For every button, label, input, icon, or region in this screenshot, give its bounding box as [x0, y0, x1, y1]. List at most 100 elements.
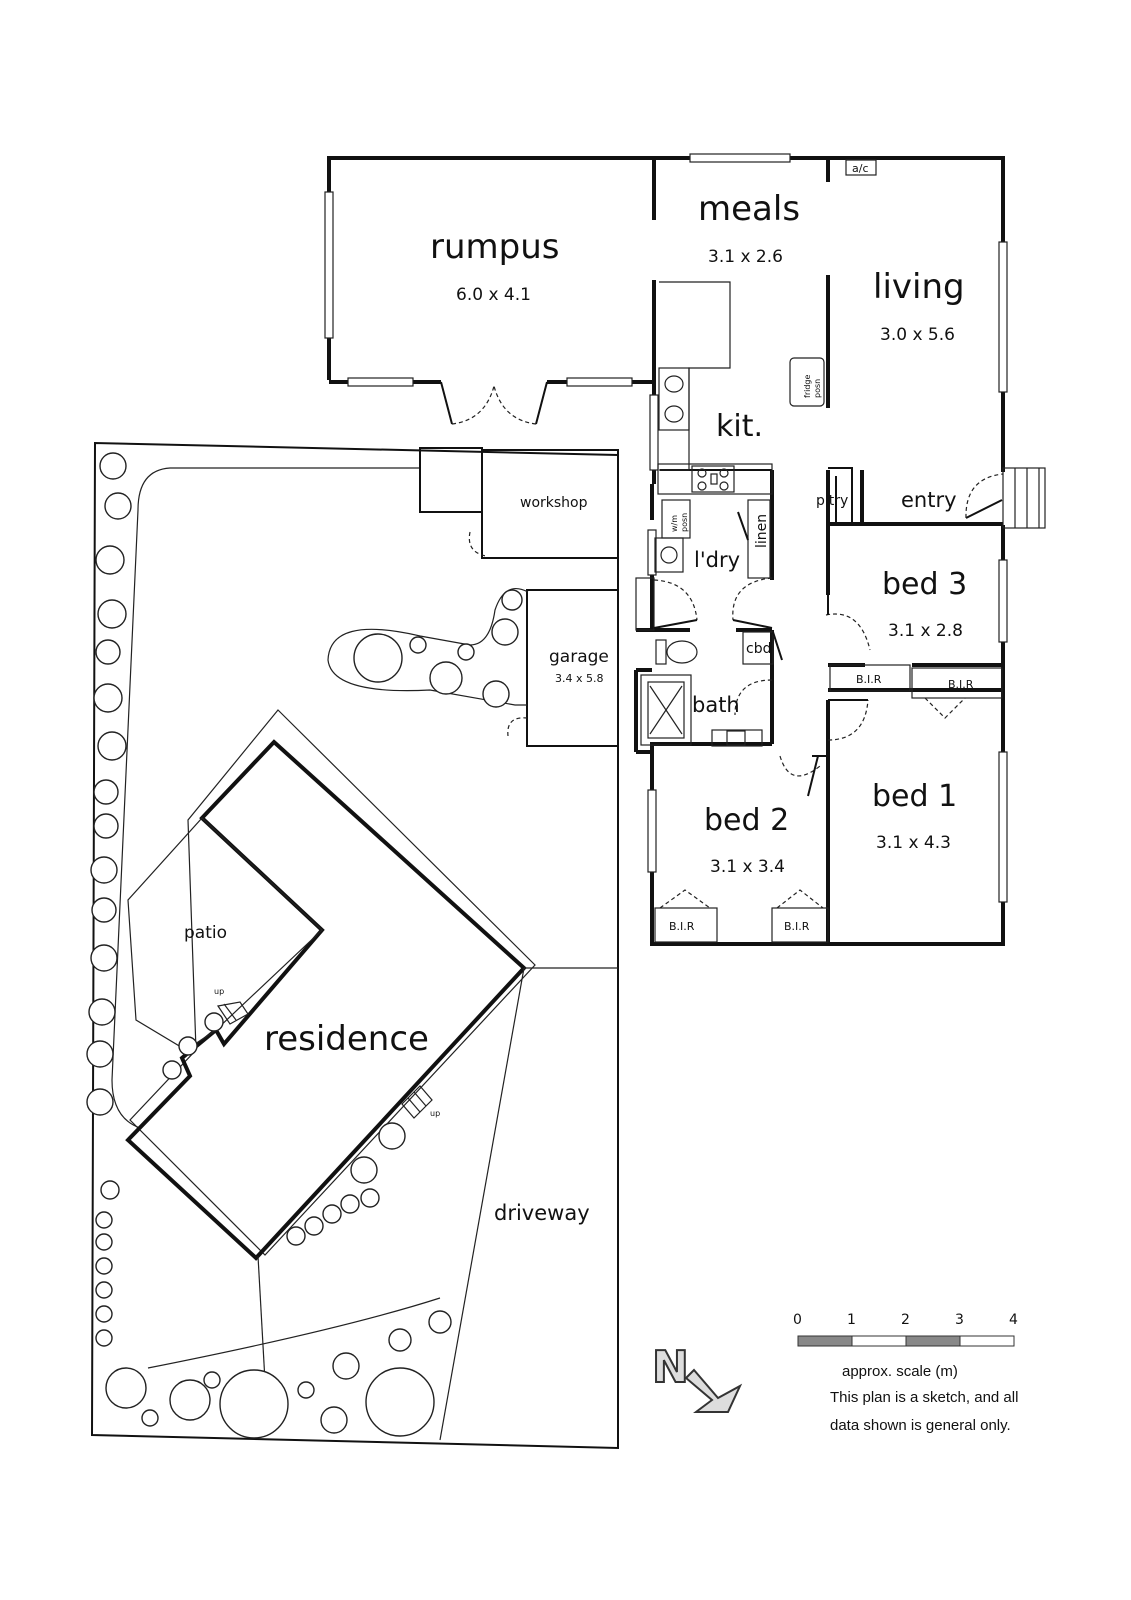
laundry-tub [654, 537, 684, 573]
svg-text:up: up [214, 987, 224, 996]
room-kitchen: kit. [716, 409, 763, 444]
fridge-space [789, 357, 825, 407]
garage-label: garage [549, 647, 609, 667]
svg-text:up: up [430, 1109, 440, 1118]
driveway-label: driveway [494, 1201, 590, 1225]
room-bed2-dims: 3.1 x 3.4 [710, 857, 785, 877]
room-rumpus: rumpus [430, 227, 560, 267]
room-living-dims: 3.0 x 5.6 [880, 325, 955, 345]
kitchen-sink [658, 367, 690, 431]
garage [526, 589, 619, 747]
rumpus-bottom-wall-right [547, 380, 656, 484]
room-bed1: bed 1 [872, 779, 957, 814]
hall-door-arc [732, 577, 773, 621]
room-bed3-dims: 3.1 x 2.8 [888, 621, 963, 641]
bottom-garden-trees [105, 1310, 452, 1439]
garden-bed [327, 588, 529, 706]
lawn-curve [147, 1297, 441, 1369]
north-arrow-icon [684, 1368, 743, 1413]
room-bed3: bed 3 [882, 567, 967, 602]
bath-door-arc [734, 679, 773, 716]
room-pantry: p'try [816, 493, 848, 509]
svg-text:B.I.R: B.I.R [856, 673, 882, 686]
driveway-edge [439, 967, 525, 1441]
cooktop [691, 465, 735, 493]
patio-steps: up [214, 987, 249, 1025]
ac-unit [845, 159, 877, 176]
svg-text:w/m: w/m [670, 515, 679, 532]
fridge-posn-label: fridge [803, 375, 812, 398]
toilet [666, 640, 698, 664]
house-plan: fridge posn a/c w/m posn linen [324, 153, 1046, 946]
room-entry: entry [901, 488, 957, 512]
site-boundary [90, 441, 619, 1450]
garden-edge [111, 467, 420, 1129]
disclaimer-line1: This plan is a sketch, and all [830, 1389, 1018, 1406]
room-meals: meals [698, 189, 800, 229]
laundry-nib [635, 577, 655, 631]
room-bath: bath [692, 693, 740, 717]
boundary-trees [86, 452, 132, 1347]
room-laundry: l'dry [694, 548, 740, 572]
window-bed3 [998, 559, 1008, 643]
scale-tick-0: 0 [793, 1312, 802, 1328]
vanity [711, 729, 763, 747]
garage-door-arc [507, 717, 528, 737]
bathroom-fixtures: cbd [640, 631, 783, 747]
scale-tick-2: 2 [901, 1312, 910, 1328]
entry-steps [1002, 467, 1046, 529]
kitchen-bench-bottom [657, 463, 773, 495]
workshop-door-arc [468, 531, 487, 557]
svg-text:B.I.R: B.I.R [669, 920, 695, 933]
side-steps: up [401, 1085, 440, 1119]
window-rumpus-bottom-a [347, 377, 414, 387]
patio-label: patio [184, 923, 227, 943]
scale-bar: 0 1 2 3 4 approx. scale (m) This plan is… [793, 1312, 1018, 1434]
rumpus-double-door [440, 381, 548, 425]
pantry [828, 467, 853, 524]
window-rumpus-bottom-b [566, 377, 633, 387]
kitchen-fixtures: fridge posn a/c [657, 159, 877, 495]
window-meals [689, 153, 791, 163]
cbd-cupboard [742, 631, 774, 665]
scale-tick-3: 3 [955, 1312, 964, 1328]
svg-text:B.I.R: B.I.R [948, 678, 974, 691]
scale-tick-1: 1 [847, 1312, 856, 1328]
residence-eaves [129, 709, 536, 1256]
residence-shrubs [162, 1012, 406, 1246]
outer-wall-top [327, 156, 1005, 472]
bir-bed3: B.I.R B.I.R [829, 664, 1003, 719]
workshop [481, 449, 619, 559]
bathtub [640, 674, 692, 746]
garage-dims: 3.4 x 5.8 [555, 672, 604, 685]
bir-bed2: B.I.R B.I.R [654, 889, 829, 943]
scale-tick-4: 4 [1009, 1312, 1018, 1328]
window-bed2 [647, 789, 657, 873]
cbd-label: cbd [746, 641, 771, 657]
room-rumpus-dims: 6.0 x 4.1 [456, 285, 531, 305]
residence [125, 739, 527, 1261]
laundry-door-arc [653, 579, 698, 621]
laundry-fixtures: w/m posn linen [635, 499, 771, 631]
ac-label: a/c [852, 162, 869, 175]
room-bed2: bed 2 [704, 803, 789, 838]
svg-text:B.I.R: B.I.R [784, 920, 810, 933]
site-plan: workshop garage 3.4 x 5.8 patio residenc… [86, 441, 619, 1450]
svg-text:posn: posn [813, 379, 822, 398]
workshop-annex [419, 447, 483, 513]
svg-text:posn: posn [680, 513, 689, 532]
window-rumpus-left [324, 191, 334, 339]
bed1-door-arc [827, 699, 869, 741]
scale-caption: approx. scale (m) [842, 1363, 958, 1380]
residence-label: residence [264, 1019, 429, 1059]
room-meals-dims: 3.1 x 2.6 [708, 247, 783, 267]
bed3-door-arc [825, 613, 871, 651]
north-arrow: N [651, 1341, 743, 1413]
window-living [998, 241, 1008, 393]
room-living: living [873, 267, 965, 307]
linen-label: linen [754, 514, 770, 548]
window-laundry [647, 529, 657, 576]
workshop-label: workshop [520, 495, 588, 511]
entry-door [965, 467, 1046, 529]
